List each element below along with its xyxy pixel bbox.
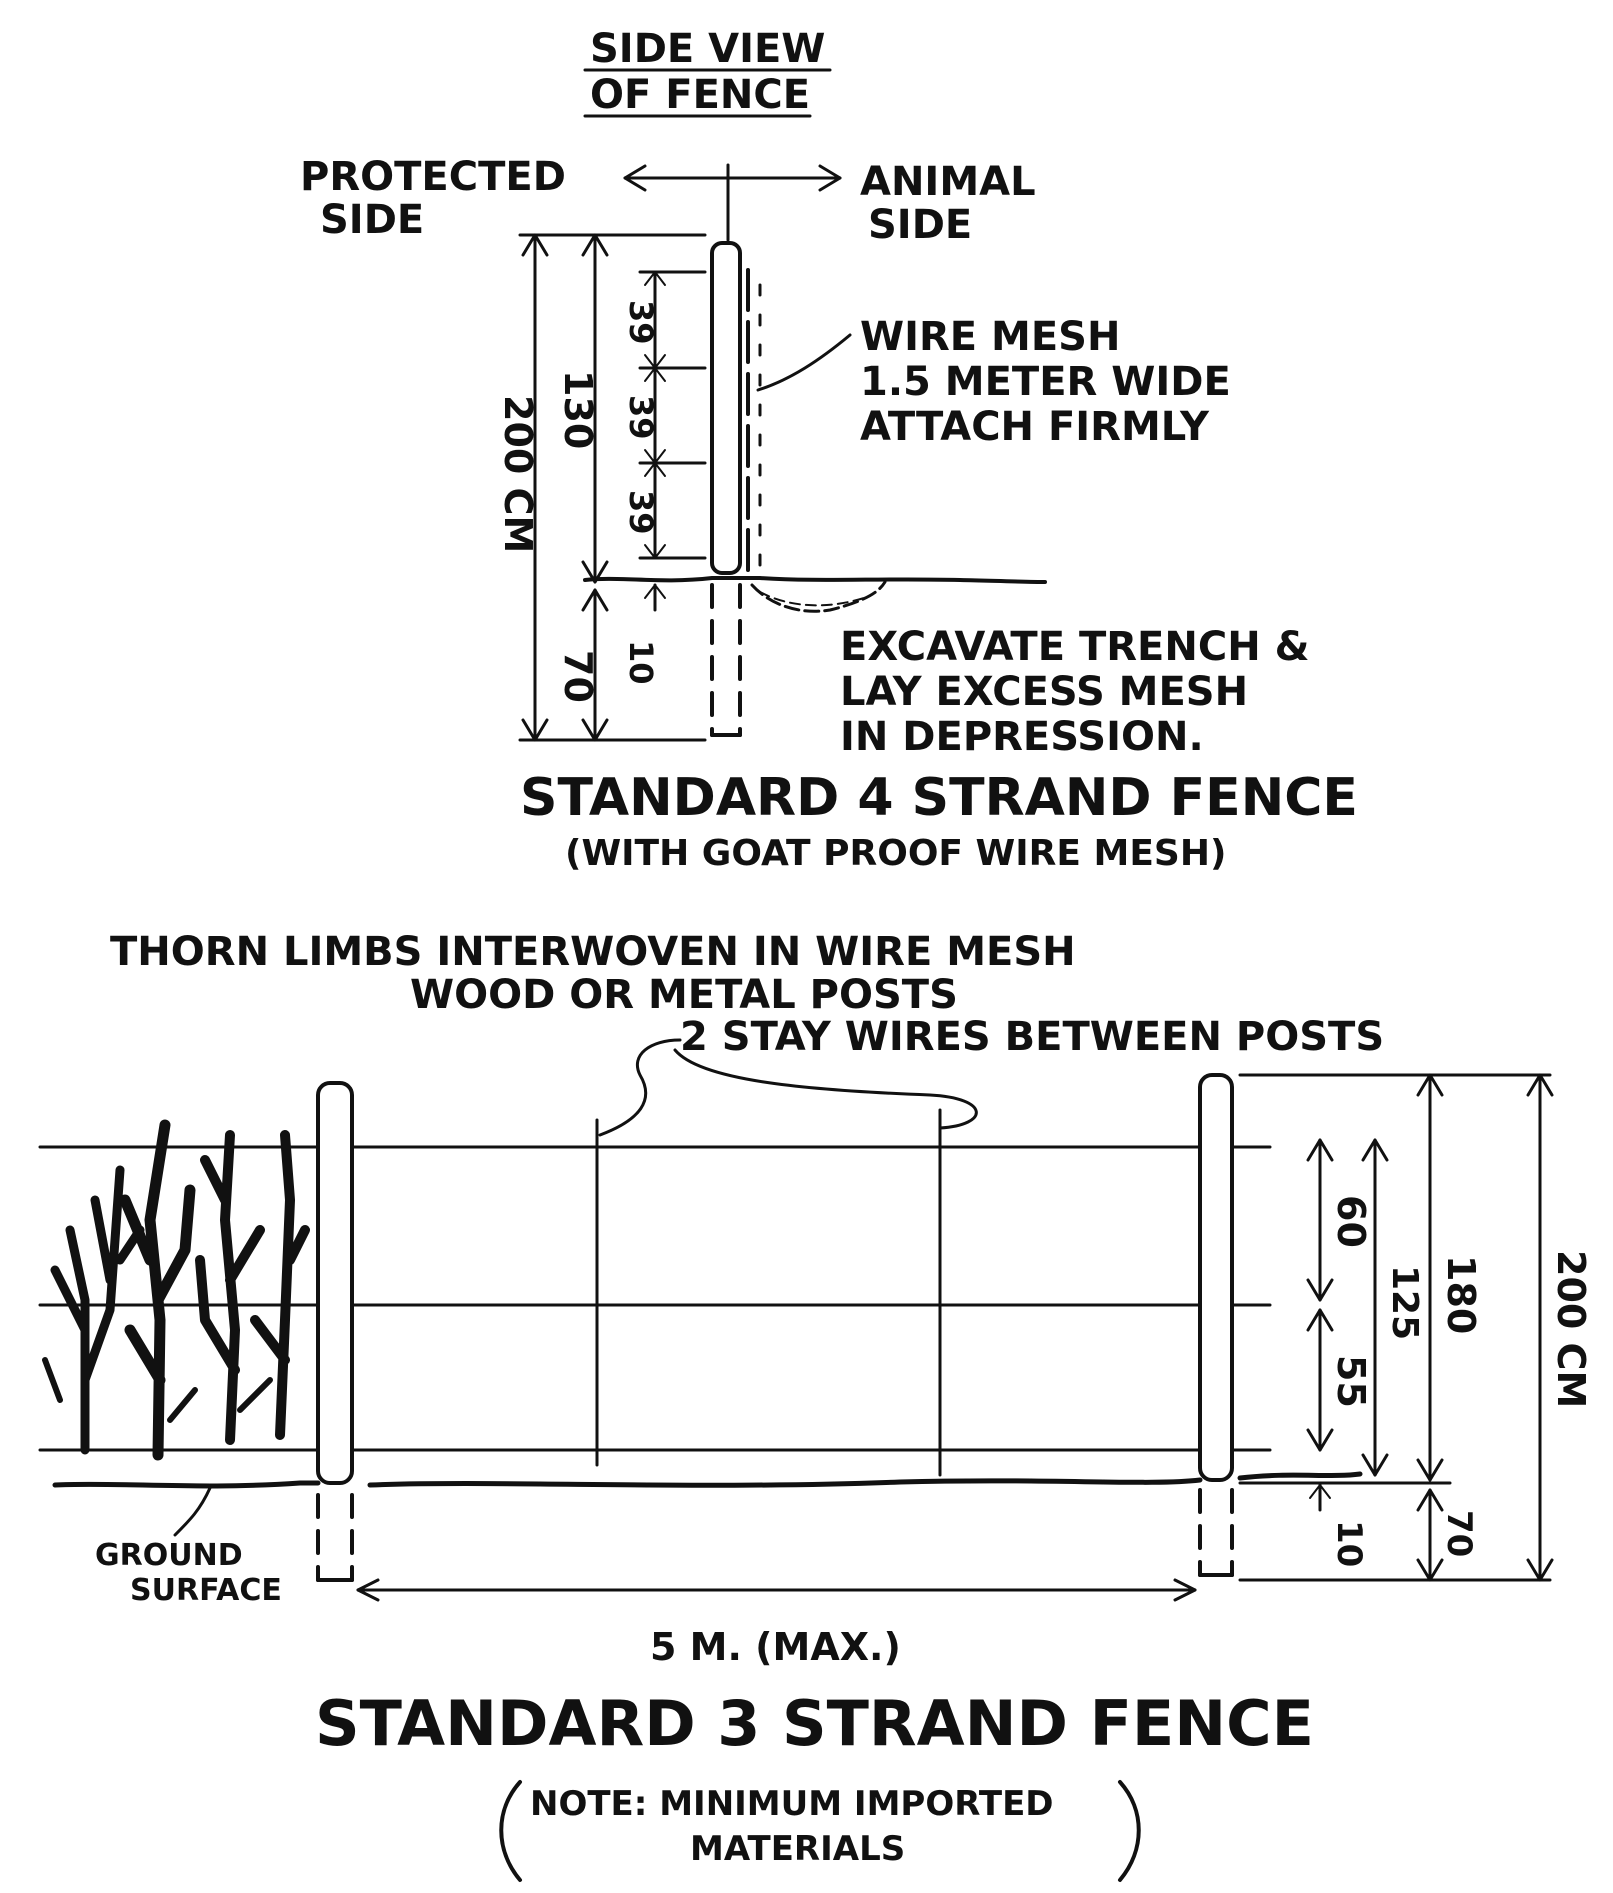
animal-side-line1: ANIMAL (860, 159, 1036, 205)
dim-130-label: 130 (556, 370, 600, 449)
dim-gap2-label: 39 (622, 395, 660, 440)
dim-55-label: 55 (1329, 1355, 1373, 1408)
dim-200b-label: 200 CM (1549, 1250, 1593, 1408)
dim-70-arrow-bottom (581, 718, 609, 742)
trench-outline (750, 580, 887, 613)
animal-side-line2: SIDE (868, 202, 972, 248)
note-line1: NOTE: MINIMUM IMPORTED (530, 1784, 1054, 1824)
ground-leader (173, 1486, 212, 1537)
dim-130-arrow-top (581, 233, 609, 257)
four-strand-caption: STANDARD 4 STRAND FENCE (520, 768, 1358, 828)
dim-130-arrow-bottom (581, 560, 609, 584)
ground-surface-line1: GROUND (95, 1538, 243, 1573)
wire-mesh-label-line1: WIRE MESH (860, 314, 1120, 360)
protected-side-line1: PROTECTED (300, 154, 566, 200)
thorn-bush-icon (42, 1119, 310, 1461)
strand-arrow-5 (644, 462, 666, 477)
arrow-head-right (818, 164, 842, 192)
dim-70b-arrow-top (1416, 1488, 1444, 1512)
dim-70-label: 70 (556, 650, 600, 703)
dim-125-label: 125 (1384, 1265, 1425, 1340)
three-strand-section: THORN LIMBS INTERWOVEN IN WIRE MESH WOOD… (38, 929, 1593, 1882)
dim-60-arrow-bottom (1306, 1278, 1334, 1302)
dim-125-arrow-bottom (1361, 1453, 1389, 1477)
stay-leader-left (598, 1038, 682, 1137)
ground-line (52, 1471, 1363, 1489)
side-view-title-line1: SIDE VIEW (590, 26, 825, 72)
trench-label-line2: LAY EXCESS MESH (840, 669, 1248, 715)
dim-180-label: 180 (1439, 1255, 1483, 1334)
dim-gap3-label: 39 (622, 490, 660, 535)
dim-55-arrow-bottom (1306, 1428, 1334, 1452)
dim-10-arrow (644, 584, 666, 599)
arrow-head-left (623, 164, 647, 192)
right-post (1198, 1073, 1234, 1482)
dim-10-label: 10 (622, 640, 660, 685)
stay-leader-right (673, 1048, 978, 1130)
dim-200b-arrow-top (1526, 1073, 1554, 1097)
side-view-post (710, 241, 742, 575)
note-paren-right (1118, 1780, 1141, 1882)
side-view-ground-line (583, 576, 1047, 584)
posts-label: WOOD OR METAL POSTS (410, 972, 958, 1018)
dim-200-label: 200 CM (496, 395, 540, 553)
side-view-title-line2: OF FENCE (590, 72, 810, 118)
four-strand-subcaption: (WITH GOAT PROOF WIRE MESH) (565, 833, 1226, 874)
three-strand-caption: STANDARD 3 STRAND FENCE (315, 1687, 1314, 1760)
trench-mesh (759, 591, 871, 607)
left-post (316, 1081, 354, 1485)
wire-mesh-label-line3: ATTACH FIRMLY (860, 404, 1210, 450)
note-line2: MATERIALS (690, 1829, 905, 1869)
span-label: 5 M. (MAX.) (650, 1625, 901, 1669)
dim-55-arrow-top (1306, 1308, 1334, 1332)
dim-70-arrow-top (581, 588, 609, 612)
dim-10b-label: 10 (1329, 1520, 1369, 1567)
note-paren-left (499, 1780, 522, 1882)
strand-arrow-1 (644, 271, 666, 286)
dim-125-arrow-top (1361, 1138, 1389, 1162)
mesh-leader-line (756, 333, 852, 392)
stay-wires-label: 2 STAY WIRES BETWEEN POSTS (680, 1014, 1384, 1060)
trench-label-line3: IN DEPRESSION. (840, 714, 1204, 760)
dim-180-arrow-bottom (1416, 1458, 1444, 1482)
wire-mesh-label-line2: 1.5 METER WIDE (860, 359, 1231, 405)
dim-70b-label: 70 (1439, 1510, 1479, 1557)
dim-10b-arrow (1309, 1484, 1331, 1499)
span-arrow-right (1173, 1578, 1197, 1602)
dim-gap1-label: 39 (622, 300, 660, 345)
dim-200b-arrow-bottom (1526, 1558, 1554, 1582)
side-view-section: SIDE VIEW OF FENCE PROTECTED SIDE ANIMAL… (300, 26, 1358, 874)
protected-side-line2: SIDE (320, 197, 424, 243)
thorn-limbs-label: THORN LIMBS INTERWOVEN IN WIRE MESH (110, 929, 1076, 975)
dim-60-label: 60 (1329, 1195, 1373, 1248)
dim-70b-arrow-bottom (1416, 1558, 1444, 1582)
strand-arrow-3 (644, 367, 666, 382)
dim-60-arrow-top (1306, 1138, 1334, 1162)
ground-surface-line2: SURFACE (130, 1573, 282, 1608)
span-arrow-left (356, 1578, 380, 1602)
strand-arrow-6 (644, 544, 666, 559)
trench-label-line1: EXCAVATE TRENCH & (840, 624, 1310, 670)
dim-180-arrow-top (1416, 1073, 1444, 1097)
